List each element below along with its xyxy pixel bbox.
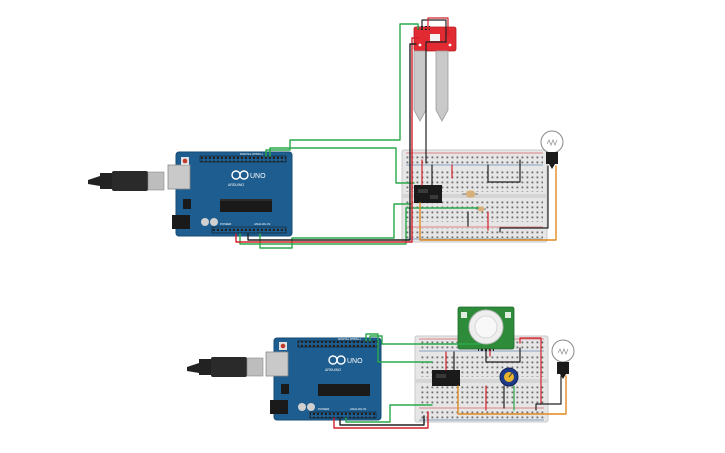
atmega-chip xyxy=(318,384,370,396)
analog-label: ANALOG IN xyxy=(350,407,366,411)
relay-module[interactable] xyxy=(414,185,442,203)
analog-power-header[interactable] xyxy=(309,411,377,419)
wires xyxy=(235,17,557,249)
digital-header[interactable] xyxy=(199,155,287,163)
digital-label: DIGITAL (PWM~) xyxy=(240,152,263,156)
arduino-uno-board[interactable]: UNO ARDUINO DIGITAL (PWM~) POWER ANALOG … xyxy=(167,151,293,237)
board-brand-label: ARDUINO xyxy=(325,368,341,372)
usb-cable[interactable] xyxy=(88,171,165,191)
arduino-uno-board[interactable]: UNO ARDUINO DIGITAL (PWM~) POWER ANALOG … xyxy=(265,337,382,421)
power-jack xyxy=(270,400,288,414)
voltage-regulator xyxy=(281,384,289,394)
digital-label: DIGITAL (PWM~) xyxy=(338,337,361,341)
pir-motion-circuit: UNO ARDUINO DIGITAL (PWM~) POWER ANALOG … xyxy=(187,306,575,429)
arduino-logo xyxy=(328,355,346,365)
analog-label: ANALOG IN xyxy=(254,222,270,226)
power-label: POWER xyxy=(220,222,232,226)
potentiometer[interactable] xyxy=(499,367,519,387)
pir-sensor[interactable] xyxy=(457,306,515,351)
soil-moisture-sensor[interactable] xyxy=(413,26,457,122)
wires xyxy=(333,333,567,429)
power-label: POWER xyxy=(318,407,330,411)
capacitor xyxy=(210,218,218,226)
usb-port xyxy=(167,164,191,190)
board-model-label: UNO xyxy=(250,173,266,180)
resistor[interactable] xyxy=(462,190,486,212)
capacitor xyxy=(307,403,315,411)
soil-probe-right xyxy=(435,50,449,122)
board-model-label: UNO xyxy=(347,358,363,365)
usb-cable[interactable] xyxy=(187,357,264,377)
voltage-regulator xyxy=(183,199,191,209)
light-bulb[interactable] xyxy=(551,339,575,379)
capacitor xyxy=(201,218,209,226)
digital-header[interactable] xyxy=(297,340,379,348)
power-jack xyxy=(172,215,190,229)
capacitor xyxy=(298,403,306,411)
usb-port xyxy=(265,351,289,377)
atmega-chip xyxy=(220,199,272,212)
soil-moisture-circuit: UNO ARDUINO DIGITAL (PWM~) POWER ANALOG … xyxy=(88,17,564,249)
light-bulb[interactable] xyxy=(540,130,564,169)
analog-power-header[interactable] xyxy=(211,226,287,234)
arduino-logo xyxy=(231,170,249,180)
soil-probe-left xyxy=(413,50,427,122)
board-brand-label: ARDUINO xyxy=(228,183,244,187)
relay-module[interactable] xyxy=(432,370,460,386)
